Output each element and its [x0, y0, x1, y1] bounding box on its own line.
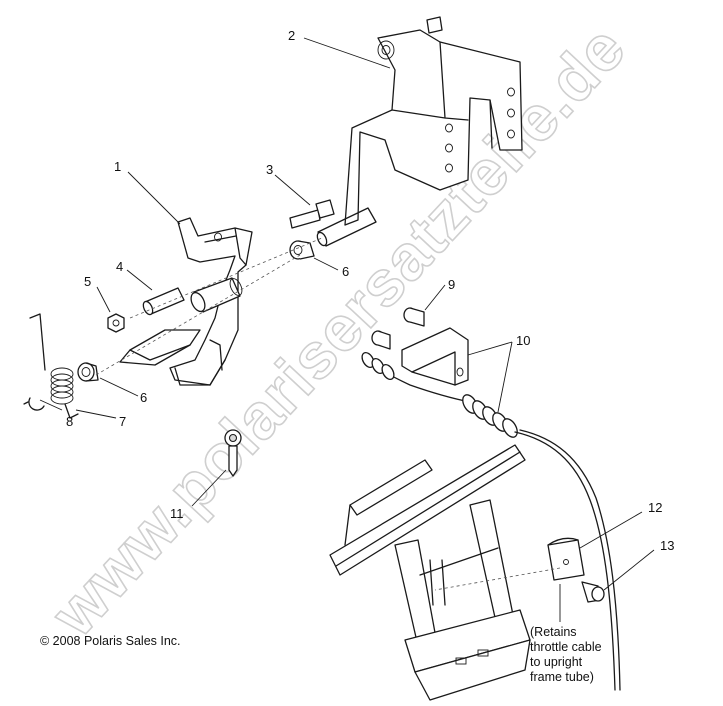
retaining-clip — [23, 397, 45, 411]
screw — [581, 581, 605, 603]
pedal-bracket — [119, 217, 253, 386]
bushing-upper — [289, 240, 315, 260]
note-line-2: throttle cable — [530, 640, 602, 654]
callout-7: 7 — [119, 414, 126, 429]
return-spring — [29, 313, 79, 419]
nut — [107, 313, 125, 333]
note-line-1: (Retains — [530, 625, 577, 639]
ignition-key — [224, 429, 242, 477]
callout-5: 5 — [84, 274, 91, 289]
cable-bracket — [401, 327, 469, 386]
bolt — [289, 199, 335, 229]
callout-8: 8 — [66, 414, 73, 429]
callout-1: 1 — [114, 159, 121, 174]
pedal-mount-bracket — [316, 16, 523, 247]
callout-12: 12 — [648, 500, 662, 515]
note-line-4: frame tube) — [530, 670, 594, 684]
callout-3: 3 — [266, 162, 273, 177]
note-line-3: to upright — [530, 655, 583, 669]
plug-upper — [403, 307, 425, 327]
callout-6-upper: 6 — [342, 264, 349, 279]
plug-lower — [371, 330, 391, 350]
throttle-cable — [361, 351, 621, 691]
cable-clamp — [547, 537, 585, 581]
callout-9: 9 — [448, 277, 455, 292]
callout-13: 13 — [660, 538, 674, 553]
upright-frame — [329, 444, 531, 701]
callout-10: 10 — [516, 333, 530, 348]
bushing-lower — [77, 362, 99, 382]
copyright-notice: © 2008 Polaris Sales Inc. — [40, 634, 181, 648]
callout-4: 4 — [116, 259, 123, 274]
callout-2: 2 — [288, 28, 295, 43]
callout-6-lower: 6 — [140, 390, 147, 405]
callout-11: 11 — [170, 506, 184, 521]
